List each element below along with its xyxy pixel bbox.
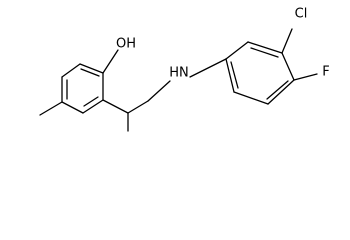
ring-a-bond-top-left — [61, 63, 81, 78]
ring-b-bond-left — [225, 58, 235, 93]
amine-bond-left — [147, 80, 171, 102]
ring-b-bond-top-left — [225, 41, 249, 60]
ring-a-bond-bottom-left — [61, 101, 84, 114]
ring-b-double-bond-inner-1 — [250, 47, 279, 58]
ring-b-double-bond-inner-2 — [266, 80, 289, 100]
ring-a-bond-bottom-right — [82, 99, 104, 114]
chemical-structure-diagram: OH HN Cl F — [39, 7, 330, 132]
fluorine-label: F — [322, 65, 329, 80]
fluorochlorophenyl-ring — [225, 41, 295, 105]
ring-a-double-bond-inner-1 — [80, 68, 100, 77]
ring-b-double-bond-inner-3 — [230, 61, 239, 89]
ring-b-bond-bottom-right — [267, 79, 295, 105]
ring-b-bond-right — [281, 52, 295, 81]
ring-b-bond-top-right — [247, 41, 283, 54]
amine-bond-right — [189, 58, 227, 78]
hydroxyl-bond — [102, 49, 119, 74]
hydroxyl-label: OH — [116, 37, 136, 52]
ring-a-bond-top-right — [79, 63, 104, 74]
ring-b-bond-bottom-left — [233, 91, 269, 105]
linker-bond-ring — [102, 99, 129, 114]
linker-bond-amine — [127, 100, 149, 114]
methyl-bond — [39, 101, 63, 116]
chlorine-label: Cl — [295, 7, 308, 22]
fluorine-bond — [293, 73, 318, 81]
ring-a-double-bond-inner-2 — [83, 96, 99, 107]
amine-label: HN — [169, 66, 189, 81]
phenol-ring — [61, 63, 104, 114]
chlorine-bond — [281, 28, 293, 54]
